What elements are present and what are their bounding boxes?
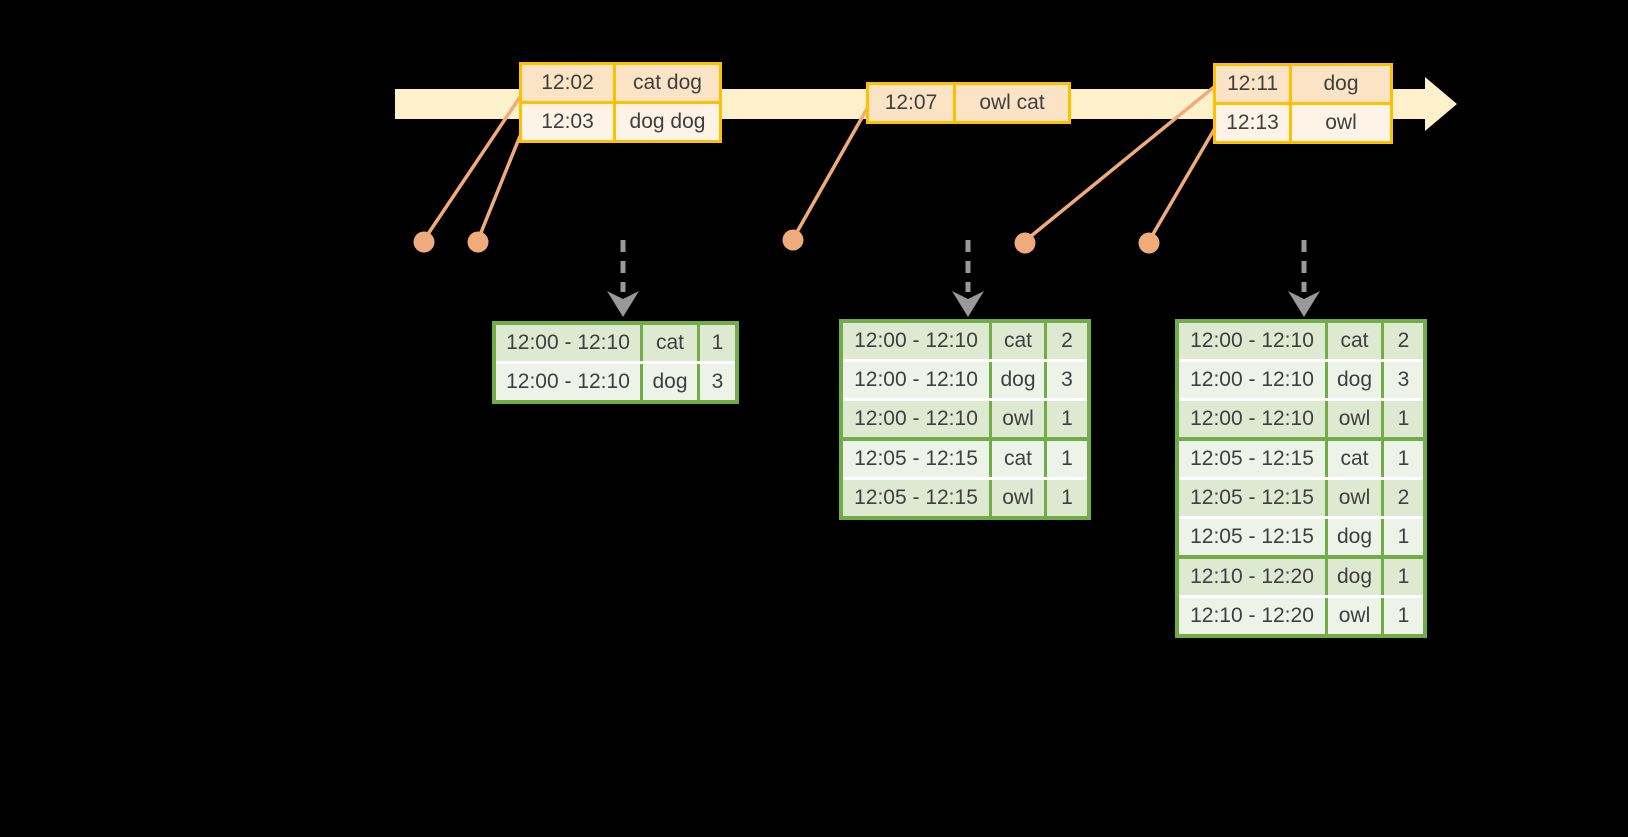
count-cell: 2 — [1381, 480, 1423, 516]
event-connector-line — [476, 135, 522, 241]
word-cell: dog — [1325, 362, 1381, 398]
window-cell: 12:00 - 12:10 — [506, 331, 630, 354]
arrow-down-icon — [952, 291, 984, 317]
timeline-arrowhead-icon — [1425, 77, 1457, 131]
window-cell: 12:00 - 12:10 — [854, 329, 978, 352]
count-cell: 3 — [1381, 362, 1423, 398]
word-cell: owl — [989, 401, 1044, 437]
count-cell: 1 — [697, 325, 735, 361]
event-connector-line — [422, 96, 522, 241]
trigger-arrow — [1288, 240, 1320, 317]
word-cell: dog — [1325, 559, 1381, 595]
event-connector-line — [1023, 85, 1216, 243]
word-cell: dog — [989, 362, 1044, 398]
event-dot — [413, 231, 435, 253]
event-dot — [467, 231, 489, 253]
count-cell: 1 — [1381, 559, 1423, 595]
count-cell: 1 — [1044, 480, 1087, 516]
count-cell: 1 — [1381, 519, 1423, 555]
word-cell: cat — [989, 323, 1044, 359]
word-cell: dog — [1325, 519, 1381, 555]
count-cell: 1 — [1044, 441, 1087, 477]
event-connector-line — [791, 106, 870, 240]
count-cell: 1 — [1381, 401, 1423, 437]
word-cell: cat — [1325, 441, 1381, 477]
count-cell: 1 — [1044, 401, 1087, 437]
window-cell: 12:00 - 12:10 — [506, 370, 630, 393]
word-cell: owl — [1325, 401, 1381, 437]
arrow-down-icon — [607, 291, 639, 317]
trigger-arrow — [952, 240, 984, 317]
event-time-cell: 12:03 — [522, 104, 613, 140]
arrow-down-icon — [1288, 291, 1320, 317]
count-cell: 2 — [1381, 323, 1423, 359]
event-connector-line — [1147, 127, 1217, 242]
word-cell: cat — [989, 441, 1044, 477]
event-dot — [1014, 232, 1036, 254]
window-cell: 12:00 - 12:10 — [854, 368, 978, 391]
window-cell: 12:05 - 12:15 — [1190, 447, 1314, 470]
trigger-arrow — [607, 240, 639, 317]
event-words-cell: dog — [1292, 66, 1390, 102]
window-cell: 12:10 - 12:20 — [1190, 604, 1314, 627]
event-time-cell: 12:07 — [869, 85, 953, 121]
count-cell: 2 — [1044, 323, 1087, 359]
count-cell: 3 — [697, 364, 735, 400]
event-words-cell: dog dog — [616, 104, 719, 140]
window-cell: 12:05 - 12:15 — [854, 486, 978, 509]
window-cell: 12:05 - 12:15 — [1190, 525, 1314, 548]
event-words-cell: owl — [1292, 105, 1390, 141]
window-cell: 12:00 - 12:10 — [1190, 368, 1314, 391]
event-words-cell: owl cat — [956, 85, 1068, 121]
word-cell: owl — [1325, 480, 1381, 516]
window-cell: 12:05 - 12:15 — [854, 447, 978, 470]
window-cell: 12:00 - 12:10 — [854, 407, 978, 430]
word-cell: owl — [1325, 598, 1381, 634]
count-cell: 1 — [1381, 441, 1423, 477]
word-cell: owl — [989, 480, 1044, 516]
event-time-cell: 12:02 — [522, 65, 613, 101]
count-cell: 3 — [1044, 362, 1087, 398]
window-cell: 12:00 - 12:10 — [1190, 329, 1314, 352]
window-cell: 12:05 - 12:15 — [1190, 486, 1314, 509]
event-words-cell: cat dog — [616, 65, 719, 101]
window-cell: 12:10 - 12:20 — [1190, 565, 1314, 588]
event-time-cell: 12:11 — [1216, 66, 1289, 102]
word-cell: cat — [640, 325, 697, 361]
word-cell: cat — [1325, 323, 1381, 359]
event-dot — [782, 229, 804, 251]
event-dot — [1138, 232, 1160, 254]
event-time-cell: 12:13 — [1216, 105, 1289, 141]
window-cell: 12:00 - 12:10 — [1190, 407, 1314, 430]
word-cell: dog — [640, 364, 697, 400]
count-cell: 1 — [1381, 598, 1423, 634]
